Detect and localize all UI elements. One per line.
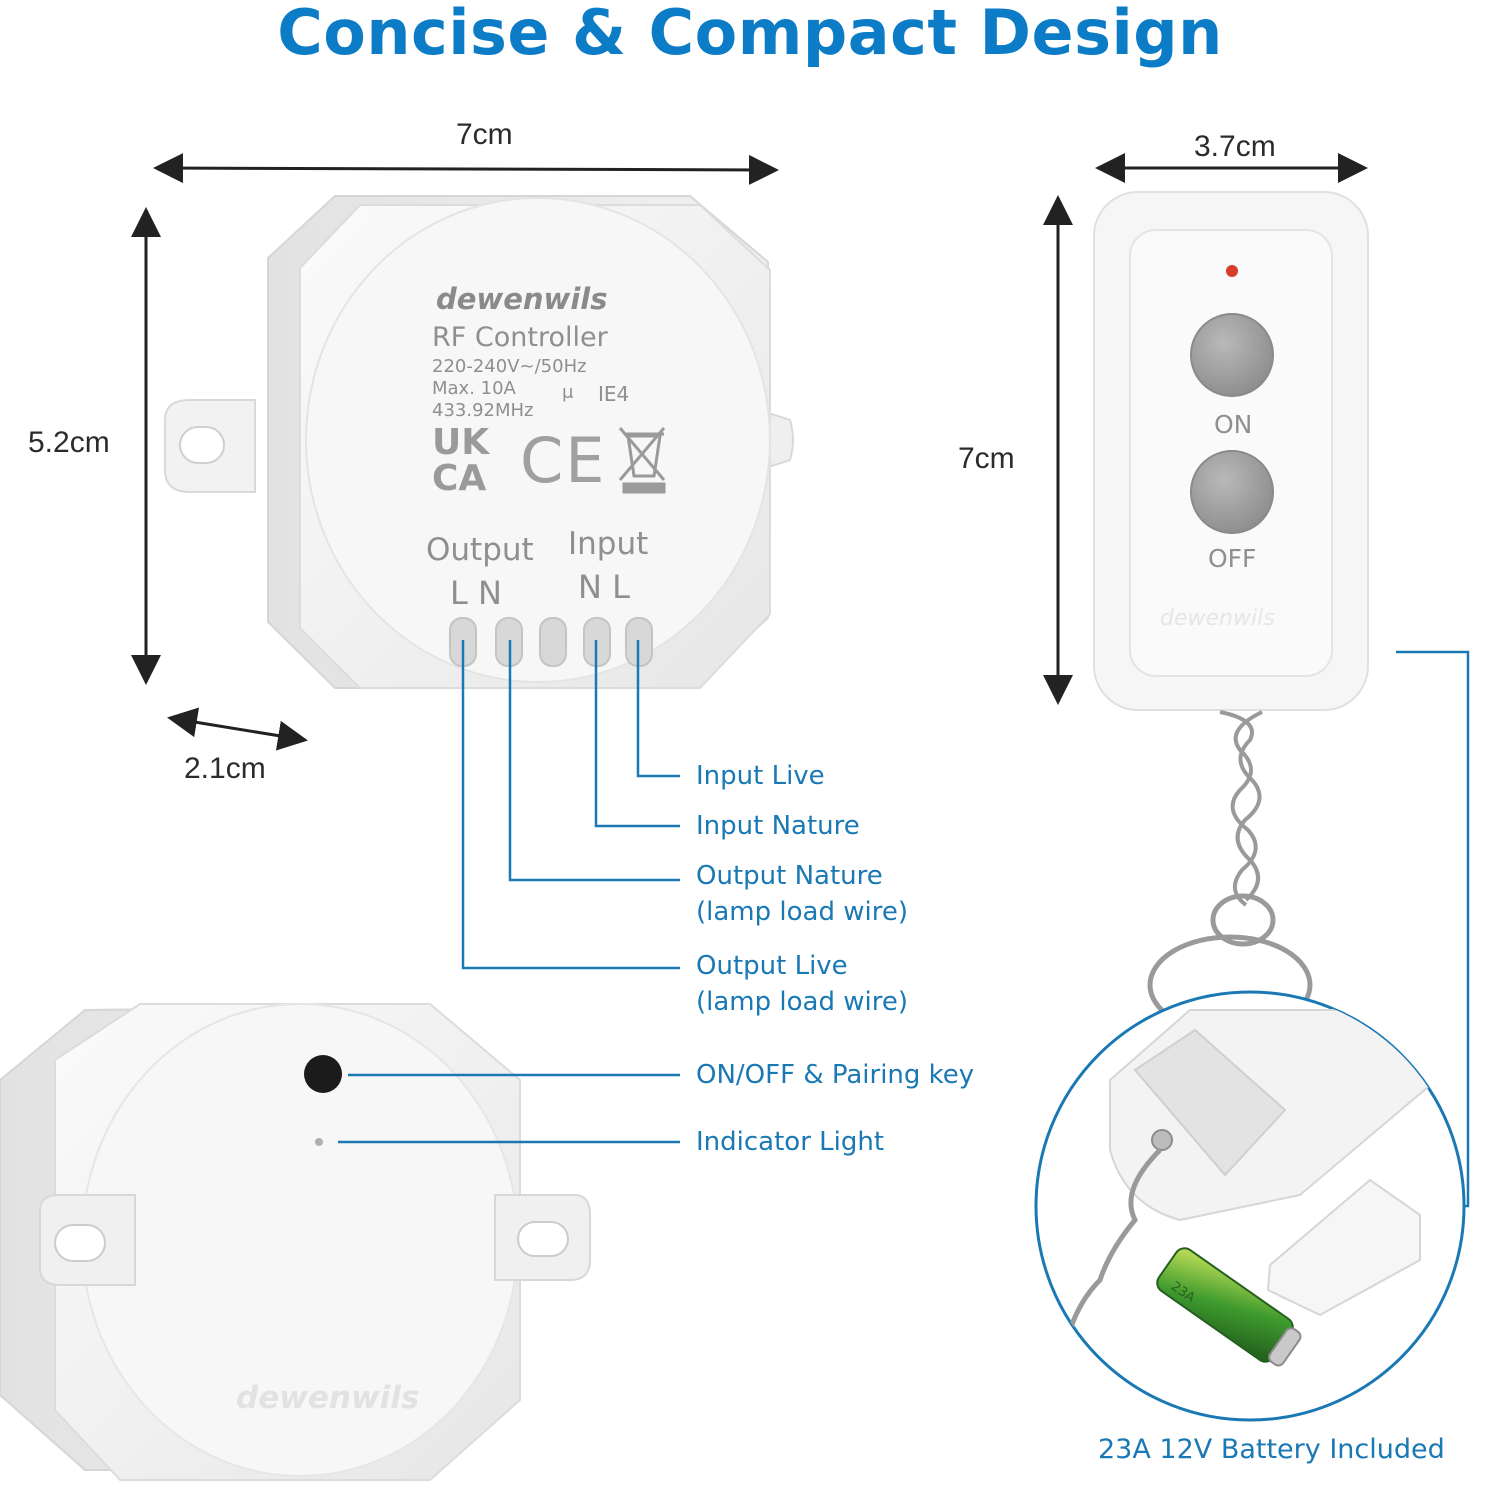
module-micro-symbol: μ [562, 382, 574, 403]
callout-output-live: Output Live [696, 951, 848, 981]
module-back [0, 1003, 591, 1481]
module-frequency: 433.92MHz [432, 400, 534, 421]
page-title: Concise & Compact Design [277, 0, 1223, 69]
battery-inset [1034, 990, 1466, 1422]
remote-led [1226, 265, 1238, 277]
pairing-button-graphic [304, 1055, 342, 1093]
callout-indicator-light: Indicator Light [696, 1127, 885, 1157]
module-front [164, 195, 794, 689]
indicator-led-graphic [315, 1138, 323, 1146]
back-module-brand-logo: dewenwils [236, 1380, 420, 1416]
callout-lines [338, 640, 1470, 1208]
remote-control [1093, 191, 1369, 1036]
module-rating: IE4 [598, 382, 630, 406]
ukca-mark-top: UK [432, 422, 490, 463]
module-voltage: 220-240V~/50Hz [432, 356, 587, 377]
input-terminal-letters: N L [578, 568, 630, 606]
module-max-current: Max. 10A [432, 378, 516, 399]
remote-off-label: OFF [1208, 544, 1257, 573]
remote-on-button [1190, 313, 1274, 397]
output-terminal-letters: L N [450, 574, 502, 612]
dimension-arrows [131, 153, 1368, 751]
remote-off-button [1190, 450, 1274, 534]
remote-height-label: 7cm [958, 442, 1015, 475]
callout-input-nature: Input Nature [696, 811, 860, 841]
remote-brand-logo: dewenwils [1160, 606, 1275, 631]
module-depth-label: 2.1cm [184, 752, 266, 785]
callout-output-nature: Output Nature [696, 861, 883, 891]
ce-mark: CE [520, 424, 607, 497]
callout-output-nature-note: (lamp load wire) [696, 897, 908, 927]
module-product-name: RF Controller [432, 322, 608, 353]
weee-icon [618, 427, 666, 494]
module-height-label: 5.2cm [28, 426, 110, 459]
input-label: Input [568, 526, 649, 562]
battery-caption: 23A 12V Battery Included [1098, 1434, 1445, 1465]
callout-output-live-note: (lamp load wire) [696, 987, 908, 1017]
remote-width-label: 3.7cm [1194, 130, 1276, 163]
ukca-mark-bottom: CA [432, 458, 487, 499]
module-width-label: 7cm [456, 118, 513, 151]
callout-input-live: Input Live [696, 761, 825, 791]
output-label: Output [426, 532, 534, 568]
remote-on-label: ON [1214, 410, 1253, 439]
module-brand-logo: dewenwils [436, 282, 608, 316]
callout-pairing-key: ON/OFF & Pairing key [696, 1060, 975, 1090]
